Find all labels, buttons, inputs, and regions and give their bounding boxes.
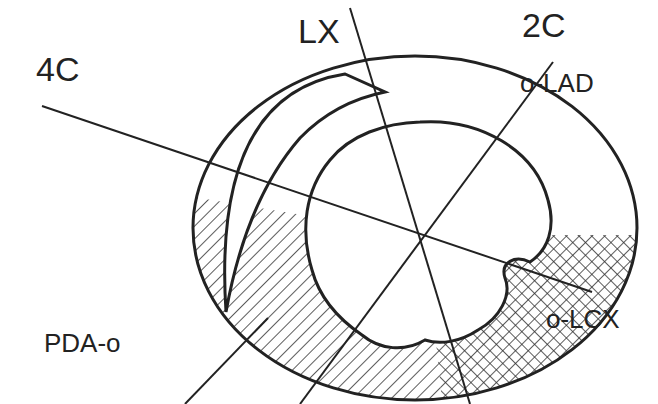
4c-plane [42,106,592,292]
2c-plane [300,62,553,404]
view-label: 4C [36,52,79,86]
rv-cavity [225,74,385,312]
view-label: 2C [522,8,565,42]
epicardium [193,56,637,400]
artery-label: o-LAD [520,70,594,96]
artery-label: o-LCX [546,306,620,332]
view-label: LX [298,14,340,48]
artery-label: PDA-o [44,330,121,356]
lx-plane [350,8,470,404]
pda-leader [185,318,268,404]
lv-cavity [306,122,551,348]
